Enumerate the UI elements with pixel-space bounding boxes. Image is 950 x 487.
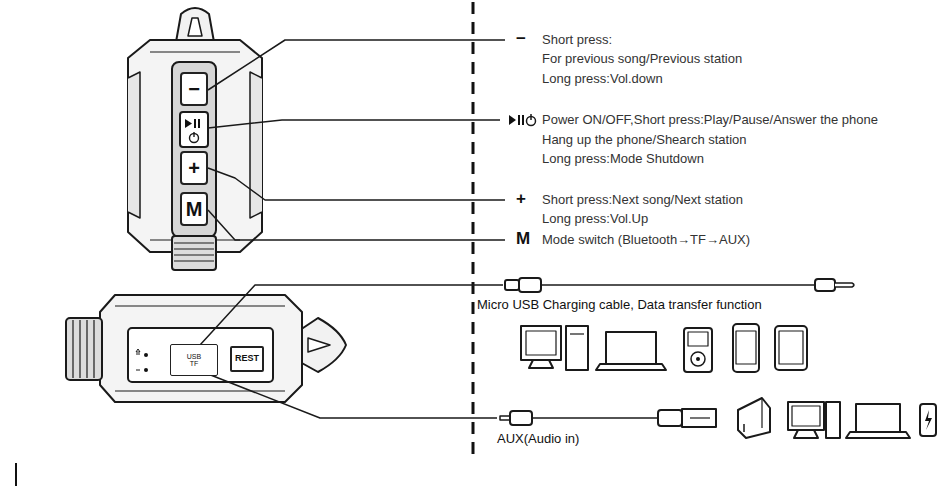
function-note: Power ON/OFF,Short press:Play/Pause/Answ… [542,112,878,128]
function-note: Long press:Vol.Up [542,211,648,227]
leader-lines [208,40,505,240]
speaker-top-view [128,8,262,270]
button-symbol: M [516,231,530,247]
volume-down-button: − [180,72,208,106]
leader-lines [200,285,503,418]
button-symbol: − [516,31,526,47]
device-icons [521,324,807,372]
node-text: M [186,199,203,220]
function-note: Long press:Vol.down [542,71,663,87]
divider-line [472,2,475,462]
reset-button: REST [230,346,264,372]
usb-cable [505,278,854,292]
function-note: For previous song/Previous station [542,51,742,67]
function-note: Short press:Next song/Next station [542,192,743,208]
node-text: USB [187,353,201,360]
function-note: Mode switch (Bluetooth→TF→AUX) [542,232,750,248]
mode-button: M [180,192,208,226]
node-text: TF [190,360,199,367]
node-text: REST [235,354,259,363]
volume-up-button: + [180,151,208,185]
aux-cable [500,409,716,427]
play-power-symbol [509,114,536,126]
port-cover: USBTF [170,344,218,376]
cable-caption: Micro USB Charging cable, Data transfer … [477,297,762,313]
node-text: − [188,79,200,100]
function-note: Long press:Mode Shutdown [542,151,704,167]
function-note: Hang up the phone/Shearch station [542,132,747,148]
cursor-mark [15,463,17,486]
power-source-icons [738,398,936,438]
cable-caption: AUX(Audio in) [497,431,579,447]
node-text: + [188,158,200,179]
speaker-side-view [66,295,346,402]
button-symbol: + [516,191,526,207]
function-note: Short press: [542,32,612,48]
